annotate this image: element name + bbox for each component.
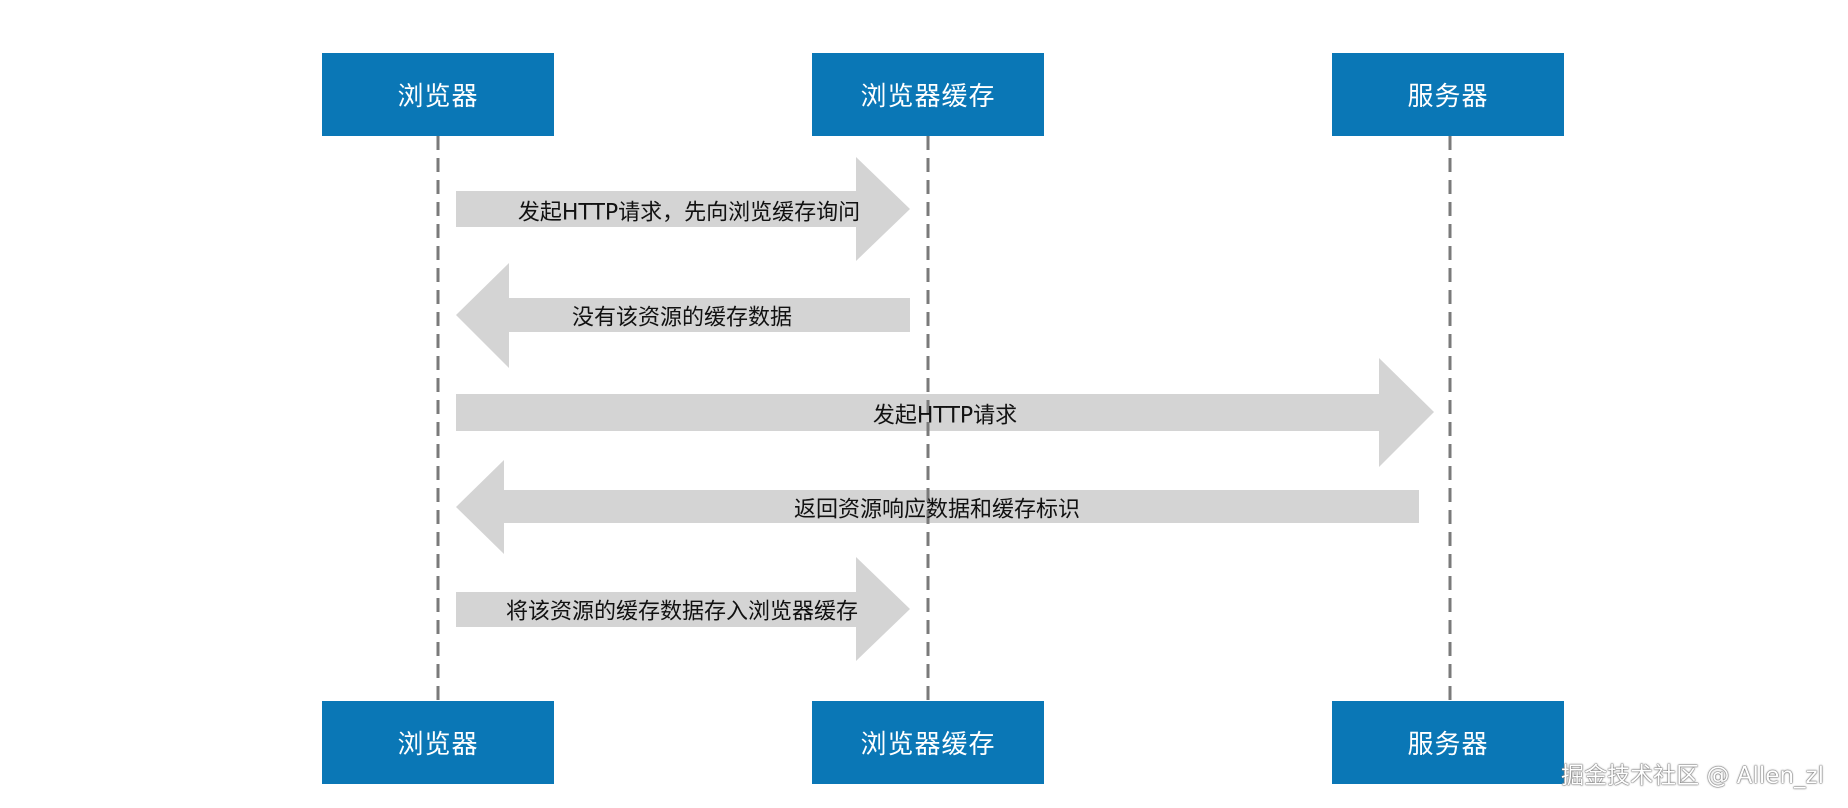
message-label: 发起HTTP请求 (873, 404, 1017, 429)
participant-label: 浏览器缓存 (860, 730, 996, 760)
participant-server-bottom: 服务器 (1332, 701, 1564, 784)
participant-server-top: 服务器 (1332, 53, 1564, 136)
watermark: 掘金技术社区 @ Allen_zl (1561, 763, 1824, 789)
message-label: 返回资源响应数据和缓存标识 (794, 498, 1080, 523)
participant-label: 浏览器 (397, 730, 479, 760)
message-3 (456, 358, 1434, 467)
participant-label: 服务器 (1407, 730, 1489, 760)
message-arrow-right (456, 557, 910, 661)
message-label: 发起HTTP请求，先向浏览缓存询问 (518, 201, 860, 226)
message-arrow-right (456, 358, 1434, 467)
participant-browser-cache-top: 浏览器缓存 (812, 53, 1044, 136)
message-5 (456, 557, 910, 661)
message-1 (456, 157, 910, 261)
message-arrow-left (456, 460, 1419, 554)
message-label: 没有该资源的缓存数据 (572, 306, 792, 331)
participant-label: 服务器 (1407, 82, 1489, 112)
message-2 (456, 263, 910, 368)
participant-label: 浏览器缓存 (860, 82, 996, 112)
participant-browser-bottom: 浏览器 (322, 701, 554, 784)
message-4 (456, 460, 1419, 554)
participant-label: 浏览器 (397, 82, 479, 112)
message-arrow-left (456, 263, 910, 368)
message-label: 将该资源的缓存数据存入浏览器缓存 (506, 600, 858, 625)
participant-browser-top: 浏览器 (322, 53, 554, 136)
message-arrow-right (456, 157, 910, 261)
participant-browser-cache-bottom: 浏览器缓存 (812, 701, 1044, 784)
